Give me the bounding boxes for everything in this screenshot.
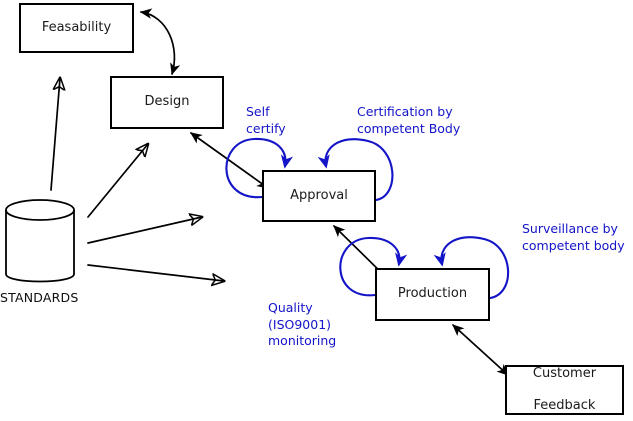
node-approval[interactable]: Approval — [262, 170, 376, 222]
standards-cylinder-shape — [5, 199, 75, 283]
node-design-label: Design — [144, 94, 190, 110]
node-customer-feedback[interactable]: Customer Feedback — [505, 365, 624, 415]
edge-standards-approval — [87, 217, 202, 244]
node-customer-feedback-label-line1: Customer — [532, 365, 597, 381]
edge-production-customer — [452, 324, 509, 376]
edge-standards-up — [50, 78, 60, 191]
node-design[interactable]: Design — [110, 76, 224, 129]
node-feasability[interactable]: Feasability — [19, 3, 134, 53]
node-production[interactable]: Production — [375, 268, 490, 321]
annotation-surveillance: Surveillance by competent body — [522, 221, 625, 253]
annotation-certification: Certification by competent Body — [357, 104, 461, 136]
node-production-label: Production — [397, 286, 468, 302]
annotation-quality: Quality (ISO9001) monitoring — [268, 300, 337, 348]
node-feasability-label: Feasability — [41, 19, 112, 35]
standards-label: STANDARDS — [0, 290, 79, 305]
edge-standards-design — [87, 144, 148, 218]
edge-standards-production — [87, 264, 224, 281]
edge-design-approval — [190, 132, 269, 189]
edge-design-feasability — [139, 8, 181, 76]
node-customer-feedback-label-line2: Feedback — [533, 398, 596, 414]
annotation-self-certify: Self certify — [246, 104, 286, 136]
node-approval-label: Approval — [290, 187, 348, 203]
